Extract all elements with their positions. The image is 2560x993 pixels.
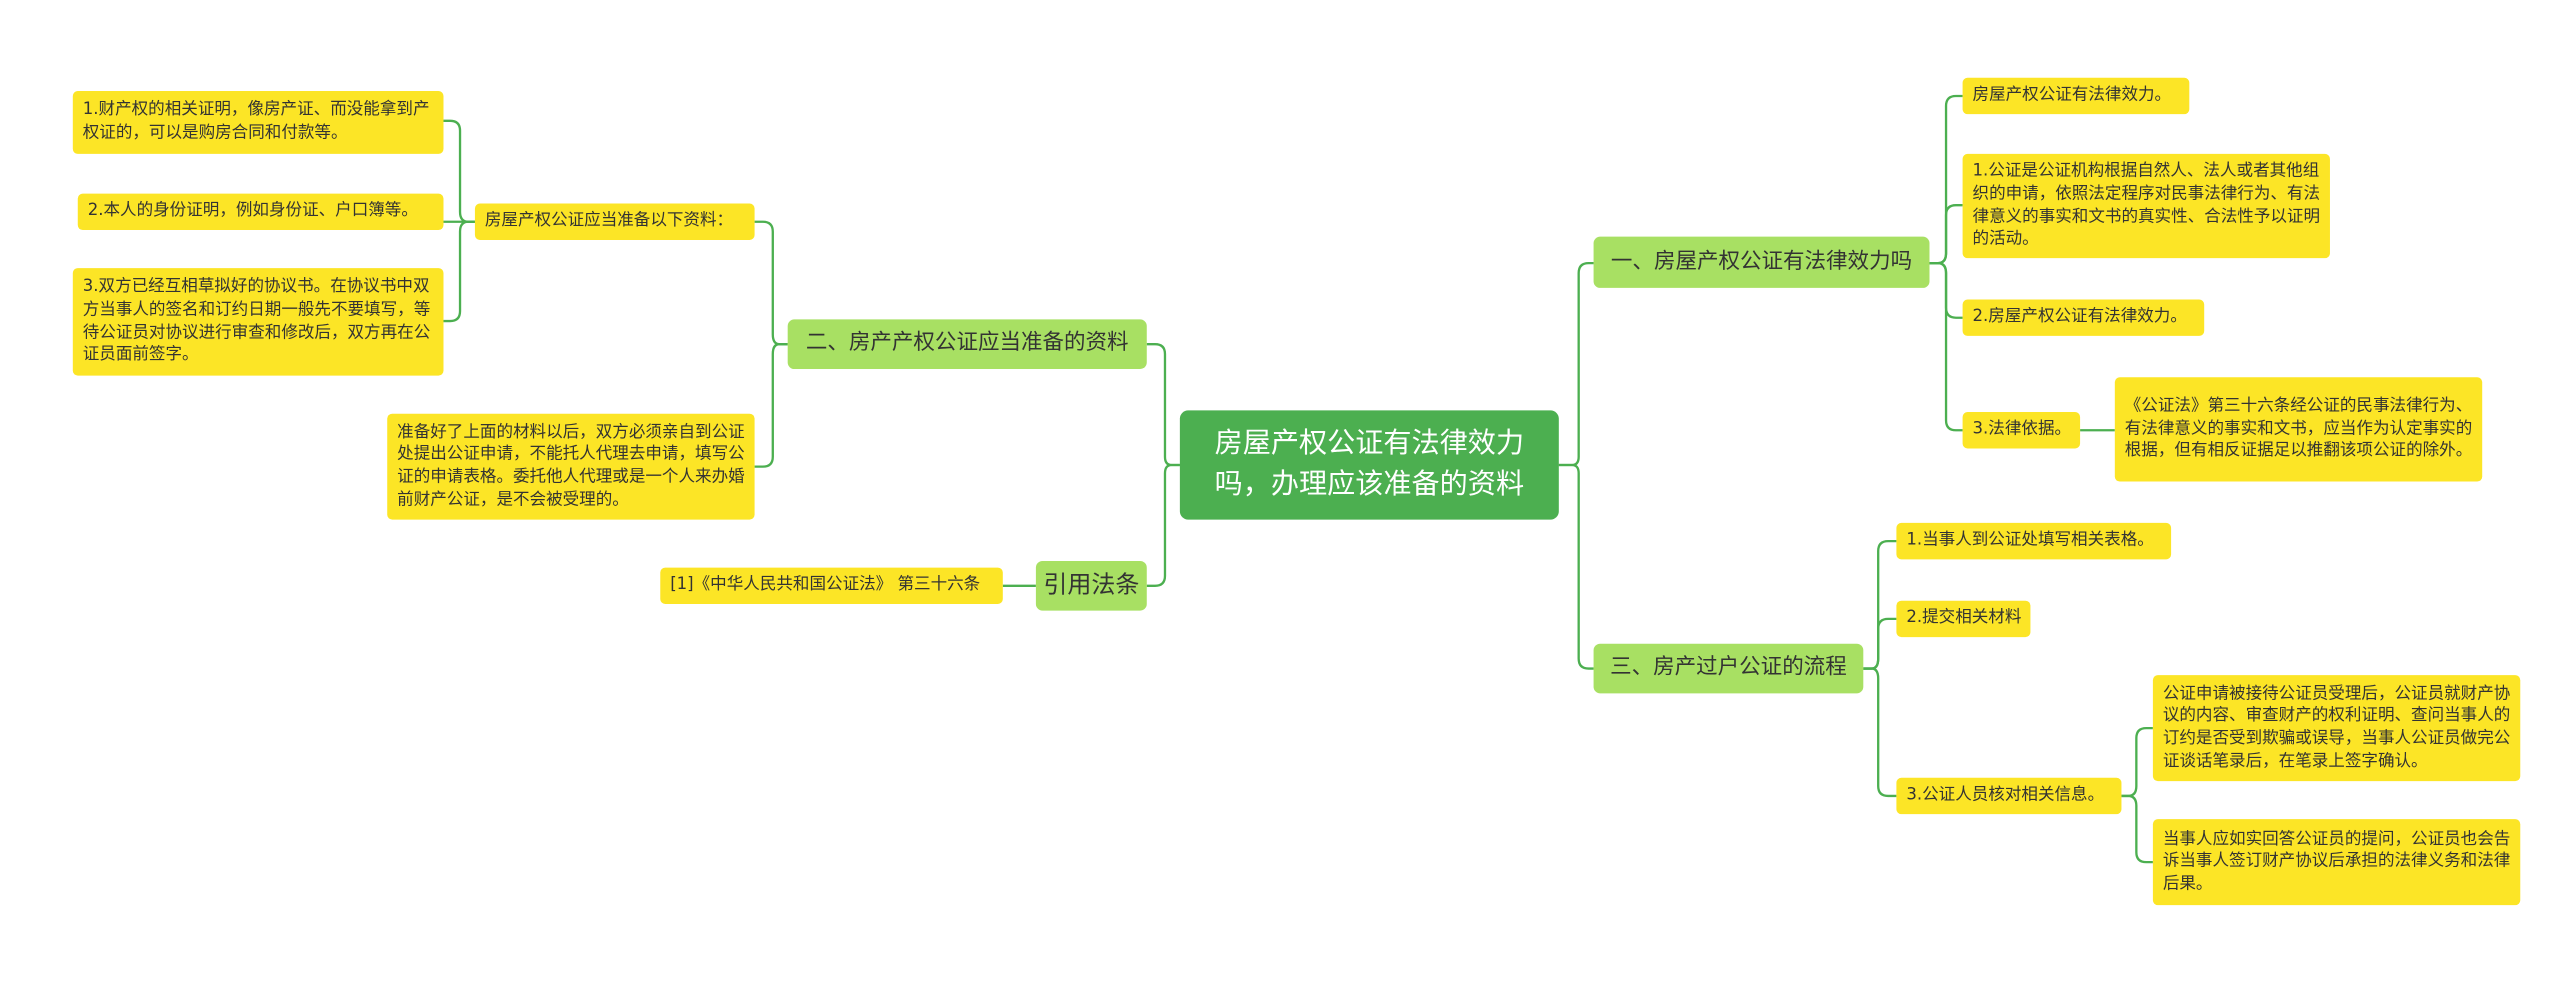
link-b2-1-3 [443, 220, 475, 323]
branch-transfer-process[interactable]: 三、房产过户公证的流程 [1593, 643, 1864, 694]
link-root-b3 [1558, 463, 1594, 670]
leaf-legal-effect-confirm[interactable]: 2.房屋产权公证有法律效力。 [1962, 299, 2205, 336]
leaf-answer-truthfully[interactable]: 当事人应如实回答公证员的提问，公证员也会告诉当事人签订财产协议后承担的法律义务和… [2152, 819, 2521, 906]
link-b1-2 [1929, 204, 1963, 265]
leaf-draft-agreement[interactable]: 3.双方已经互相草拟好的协议书。在协议书中双方当事人的签名和订约日期一般先不要填… [72, 268, 444, 376]
leaf-apply-in-person[interactable]: 准备好了上面的材料以后，双方必须亲自到公证处提出公证申请，不能托人代理去申请，填… [387, 413, 755, 520]
leaf-identity-proof[interactable]: 2.本人的身份证明，例如身份证、户口簿等。 [77, 193, 444, 231]
link-b2-1 [754, 220, 788, 346]
link-b3-3 [1863, 667, 1897, 798]
link-b1-4 [1929, 261, 1963, 432]
link-b2-2 [754, 343, 788, 468]
leaf-notary-review[interactable]: 公证申请被接待公证员受理后，公证员就财产协议的内容、审查财产的权利证明、查问当事… [2152, 675, 2521, 782]
leaf-fill-forms[interactable]: 1.当事人到公证处填写相关表格。 [1896, 522, 2172, 560]
link-root-b4 [1146, 463, 1180, 587]
link-b2-1-1 [443, 119, 475, 223]
branch-legal-effect[interactable]: 一、房屋产权公证有法律效力吗 [1593, 236, 1930, 288]
leaf-verify-information[interactable]: 3.公证人员核对相关信息。 [1896, 777, 2122, 815]
leaf-property-proof[interactable]: 1.财产权的相关证明，像房产证、而没能拿到产权证的，可以是购房合同和付款等。 [72, 91, 444, 154]
leaf-notary-law-article-36[interactable]: 《公证法》第三十六条经公证的民事法律行为、有法律意义的事实和文书，应当作为认定事… [2114, 377, 2483, 482]
leaf-submit-materials[interactable]: 2.提交相关材料 [1896, 600, 2031, 638]
branch-cited-law[interactable]: 引用法条 [1035, 560, 1147, 611]
leaf-legal-effect-statement[interactable]: 房屋产权公证有法律效力。 [1962, 77, 2190, 115]
root-topic[interactable]: 房屋产权公证有法律效力吗，办理应该准备的资料 [1179, 410, 1559, 520]
leaf-legal-basis[interactable]: 3.法律依据。 [1962, 412, 2081, 449]
link-b3-2 [1863, 617, 1897, 670]
link-root-b2 [1146, 343, 1180, 467]
link-root-b1 [1558, 261, 1594, 467]
leaf-notarization-definition[interactable]: 1.公证是公证机构根据自然人、法人或者其他组织的申请，依照法定程序对民事法律行为… [1962, 153, 2330, 259]
branch-required-materials[interactable]: 二、房产产权公证应当准备的资料 [787, 319, 1147, 370]
leaf-notary-law-citation[interactable]: [1]《中华人民共和国公证法》 第三十六条 [660, 567, 1003, 605]
link-b3-3-1 [2121, 726, 2153, 798]
link-b3-1 [1863, 539, 1897, 670]
leaf-materials-heading[interactable]: 房屋产权公证应当准备以下资料： [474, 203, 755, 240]
link-b3-3-2 [2121, 794, 2153, 864]
